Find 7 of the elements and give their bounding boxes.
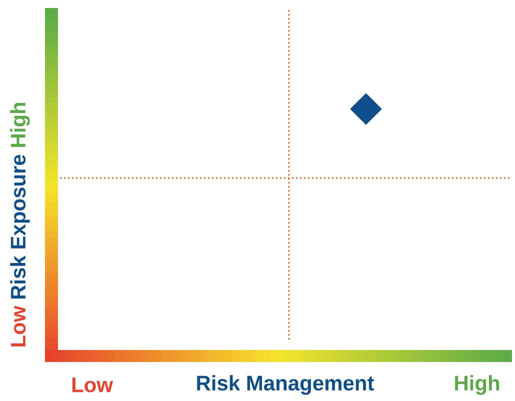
axis-label: Risk Management	[197, 375, 374, 395]
axis-label: High	[455, 375, 500, 395]
axis-label: Low	[10, 306, 26, 346]
axis-label: Low	[72, 378, 114, 392]
axis-label: High	[10, 102, 30, 147]
data-point	[350, 93, 382, 125]
axis-label: Risk Exposure	[10, 154, 30, 299]
